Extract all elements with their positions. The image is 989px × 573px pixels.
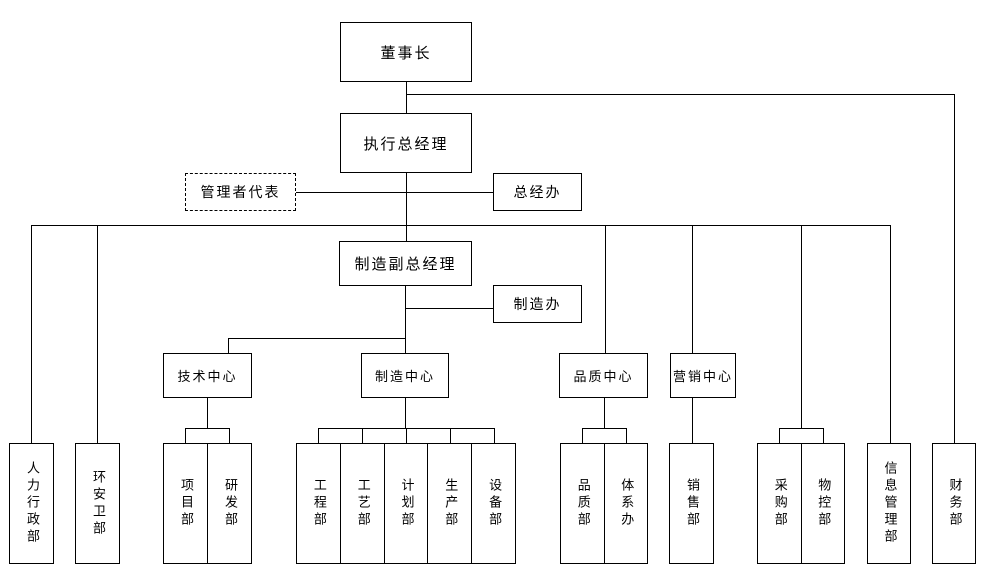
connector-line [229, 429, 230, 443]
group-tech-center-depts: 项目部 研发部 [163, 443, 252, 564]
connector-line [406, 173, 407, 241]
connector-line [626, 429, 627, 443]
node-rd-dept: 研发部 [207, 444, 251, 563]
node-gm-office: 总经办 [493, 173, 582, 211]
connector-line [362, 429, 363, 443]
node-label: 信息管理部 [881, 461, 897, 546]
connector-line [405, 398, 406, 428]
group-manufacturing-center-depts: 工程部 工艺部 计划部 生产部 设备部 [296, 443, 516, 564]
connector-line [823, 429, 824, 443]
connector-line [318, 428, 495, 429]
connector-line [97, 226, 98, 443]
node-label: 采购部 [771, 478, 787, 529]
connector-line [779, 428, 824, 429]
node-label: 销售部 [684, 478, 699, 529]
node-label: 环安卫部 [90, 469, 105, 538]
connector-line [801, 226, 802, 428]
node-label: 财务部 [946, 478, 962, 529]
node-marketing-center: 营销中心 [670, 353, 736, 398]
node-material-control-dept: 物控部 [800, 444, 845, 563]
node-hr-admin-dept: 人力行政部 [9, 443, 54, 564]
node-engineering-dept: 工程部 [297, 444, 340, 563]
group-supply-depts: 采购部 物控部 [757, 443, 845, 564]
node-manufacturing-center: 制造中心 [361, 353, 449, 398]
connector-line [406, 429, 407, 443]
group-quality-center-depts: 品质部 体系办 [560, 443, 648, 564]
node-label: 生产部 [442, 478, 458, 529]
node-ehs-dept: 环安卫部 [75, 443, 120, 564]
node-chairman: 董事长 [340, 22, 472, 82]
node-label: 研发部 [222, 478, 237, 529]
connector-line [494, 429, 495, 443]
node-sales-dept: 销售部 [669, 443, 714, 564]
connector-line [406, 82, 407, 113]
connector-line [207, 398, 208, 428]
node-label: 人力行政部 [24, 461, 39, 546]
connector-line [582, 428, 627, 429]
node-executive-general-manager: 执行总经理 [340, 113, 472, 173]
node-label: 计划部 [398, 478, 414, 529]
node-purchasing-dept: 采购部 [758, 444, 801, 563]
connector-line [692, 226, 693, 353]
connector-line [405, 286, 406, 353]
connector-line [406, 94, 955, 95]
connector-line [582, 429, 583, 443]
connector-line [604, 398, 605, 428]
node-manufacturing-deputy-gm: 制造副总经理 [339, 241, 472, 286]
connector-line [31, 225, 891, 226]
connector-line [890, 226, 891, 443]
node-label: 工艺部 [354, 478, 370, 529]
connector-line [185, 429, 186, 443]
node-project-dept: 项目部 [164, 444, 207, 563]
connector-line [228, 339, 229, 353]
connector-line [185, 428, 230, 429]
node-label: 物控部 [815, 478, 831, 529]
node-equipment-dept: 设备部 [471, 444, 515, 563]
node-quality-center: 品质中心 [559, 353, 648, 398]
node-system-office: 体系办 [603, 444, 648, 563]
connector-line [605, 226, 606, 353]
node-technology-center: 技术中心 [163, 353, 252, 398]
node-label: 项目部 [178, 478, 193, 529]
node-information-management-dept: 信息管理部 [867, 443, 911, 564]
connector-line [692, 398, 693, 443]
node-planning-dept: 计划部 [383, 444, 428, 563]
connector-line [450, 429, 451, 443]
node-label: 品质部 [574, 478, 590, 529]
connector-line [318, 429, 319, 443]
node-label: 体系办 [618, 478, 634, 529]
connector-line [31, 226, 32, 443]
node-management-representative: 管理者代表 [185, 173, 296, 211]
node-process-dept: 工艺部 [339, 444, 384, 563]
node-label: 工程部 [310, 478, 326, 529]
connector-line [296, 192, 494, 193]
node-finance-dept: 财务部 [932, 443, 976, 564]
node-label: 设备部 [486, 478, 502, 529]
connector-line [405, 308, 494, 309]
node-production-dept: 生产部 [427, 444, 471, 563]
connector-line [954, 94, 955, 443]
node-quality-dept: 品质部 [561, 444, 604, 563]
connector-line [228, 338, 406, 339]
node-manufacturing-office: 制造办 [493, 285, 582, 323]
connector-line [779, 429, 780, 443]
